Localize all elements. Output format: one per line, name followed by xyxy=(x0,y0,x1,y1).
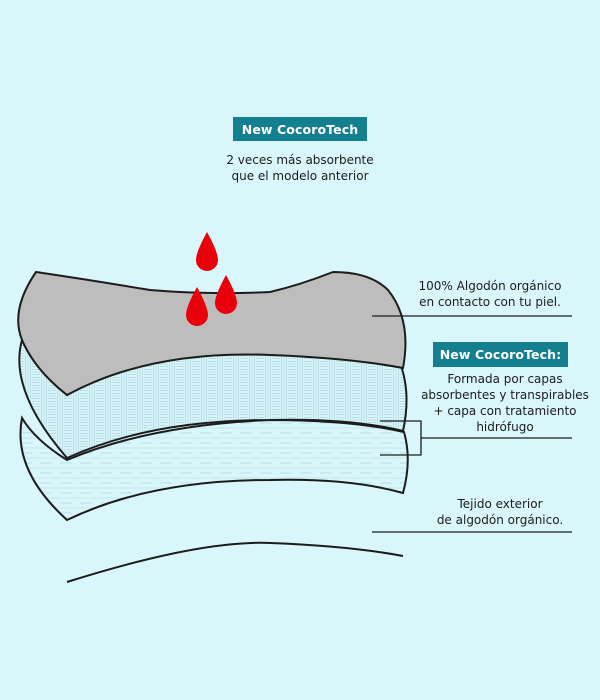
callout-line: Tejido exterior xyxy=(457,497,543,511)
middle-badge: New CocoroTech: xyxy=(433,342,568,367)
callout-line: Formada por capas xyxy=(447,372,563,386)
top-badge: New CocoroTech xyxy=(233,117,367,141)
drop-icon xyxy=(186,287,208,326)
callout-line: absorbentes y transpirables xyxy=(421,388,589,402)
top-description-line: que el modelo anterior xyxy=(231,169,369,183)
liquid-drops xyxy=(186,232,237,326)
callout-line: 100% Algodón orgánico xyxy=(418,279,562,293)
callout-line: + capa con tratamiento xyxy=(433,404,577,418)
top-description: 2 veces más absorbente que el modelo ant… xyxy=(190,152,410,184)
top-description-line: 2 veces más absorbente xyxy=(226,153,374,167)
drop-icon xyxy=(215,275,237,314)
callout-middle-layers: Formada por capas absorbentes y transpir… xyxy=(405,371,600,435)
callout-line: en contacto con tu piel. xyxy=(419,295,561,309)
callout-top-layer: 100% Algodón orgánico en contacto con tu… xyxy=(405,278,575,310)
callout-line: hidrófugo xyxy=(476,420,534,434)
drop-icon xyxy=(196,232,218,271)
top-layer xyxy=(17,270,407,397)
hydrophobic-layer xyxy=(19,415,409,522)
exterior-layer xyxy=(66,541,404,583)
callout-bottom-layer: Tejido exterior de algodón orgánico. xyxy=(415,496,585,528)
callout-line: de algodón orgánico. xyxy=(436,513,564,527)
